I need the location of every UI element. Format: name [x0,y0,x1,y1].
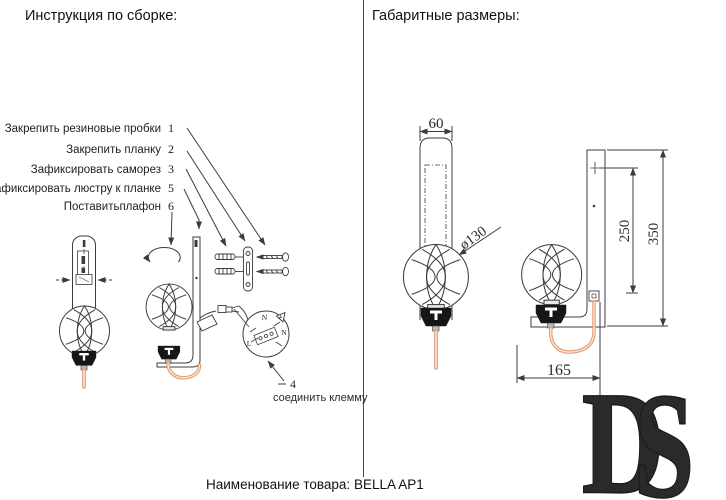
dim-diameter-130: ø130 [457,223,490,253]
lamp-shade-cage-front [403,244,469,310]
ds-logo: D S [581,361,695,500]
dim-inner-height-250: 250 [617,220,633,243]
terminal-n-right: N [281,328,287,337]
step-label-2: Закрепить планку 2 [0,142,177,157]
lamp-shade-cage [59,305,110,357]
callout-4-number: 4 [290,377,296,391]
power-cord-side [549,300,596,354]
step-number: 3 [168,162,174,176]
switch-housing-front [420,307,452,327]
product-name-value: BELLA AP1 [353,477,424,492]
terminal-l-left: L [247,339,252,348]
step-text: Зафиксировать люстру к планке [0,183,161,195]
dim-width-60: 60 [429,116,444,132]
terminal-n-top: N [262,313,268,322]
leader-lines [168,127,266,247]
logo-letter-d: D [582,363,664,500]
step-text: Поставитьплафон [63,201,161,213]
dim-depth-165: 165 [547,362,571,379]
dim-height-350: 350 [646,223,662,246]
step-number: 2 [168,142,174,156]
product-name-label: Наименование товара: [206,477,351,492]
step-label-1: Закрепить резиновые пробки 1 [0,121,177,136]
product-name-line: Наименование товара: BELLA AP1 [206,477,424,492]
callout-4-label: соединить клемму [273,392,368,404]
switch-housing-side [535,304,567,324]
switch-housing-exploded [157,345,181,360]
step-label-6: Поставитьплафон 6 [0,199,177,214]
assembled-lamp-drawing [56,235,112,337]
lamp-shade-cage-exploded [145,283,193,331]
logo-letter-s: S [634,364,694,500]
step-label-3: Зафиксировать саморез 3 [0,162,177,177]
step-text: Зафиксировать саморез [30,164,161,176]
power-cord-exploded [166,361,202,380]
panel-divider [363,0,364,477]
step-label-5: Зафиксировать люстру к планке 5 [0,181,177,196]
step-text: Закрепить резиновые пробки [4,123,161,135]
terminal-detail-circle [233,308,290,358]
switch-housing [71,350,97,366]
step-number: 5 [168,181,174,195]
step-number: 6 [168,199,174,213]
right-panel-title: Габаритные размеры: [372,8,520,24]
step-text: Закрепить планку [66,144,161,156]
lamp-shade-cage-side [521,244,582,305]
left-panel-title: Инструкция по сборке: [25,8,178,24]
exploded-view-drawing [142,236,289,368]
step-number: 1 [168,121,174,135]
callout-4-leader [267,360,286,385]
